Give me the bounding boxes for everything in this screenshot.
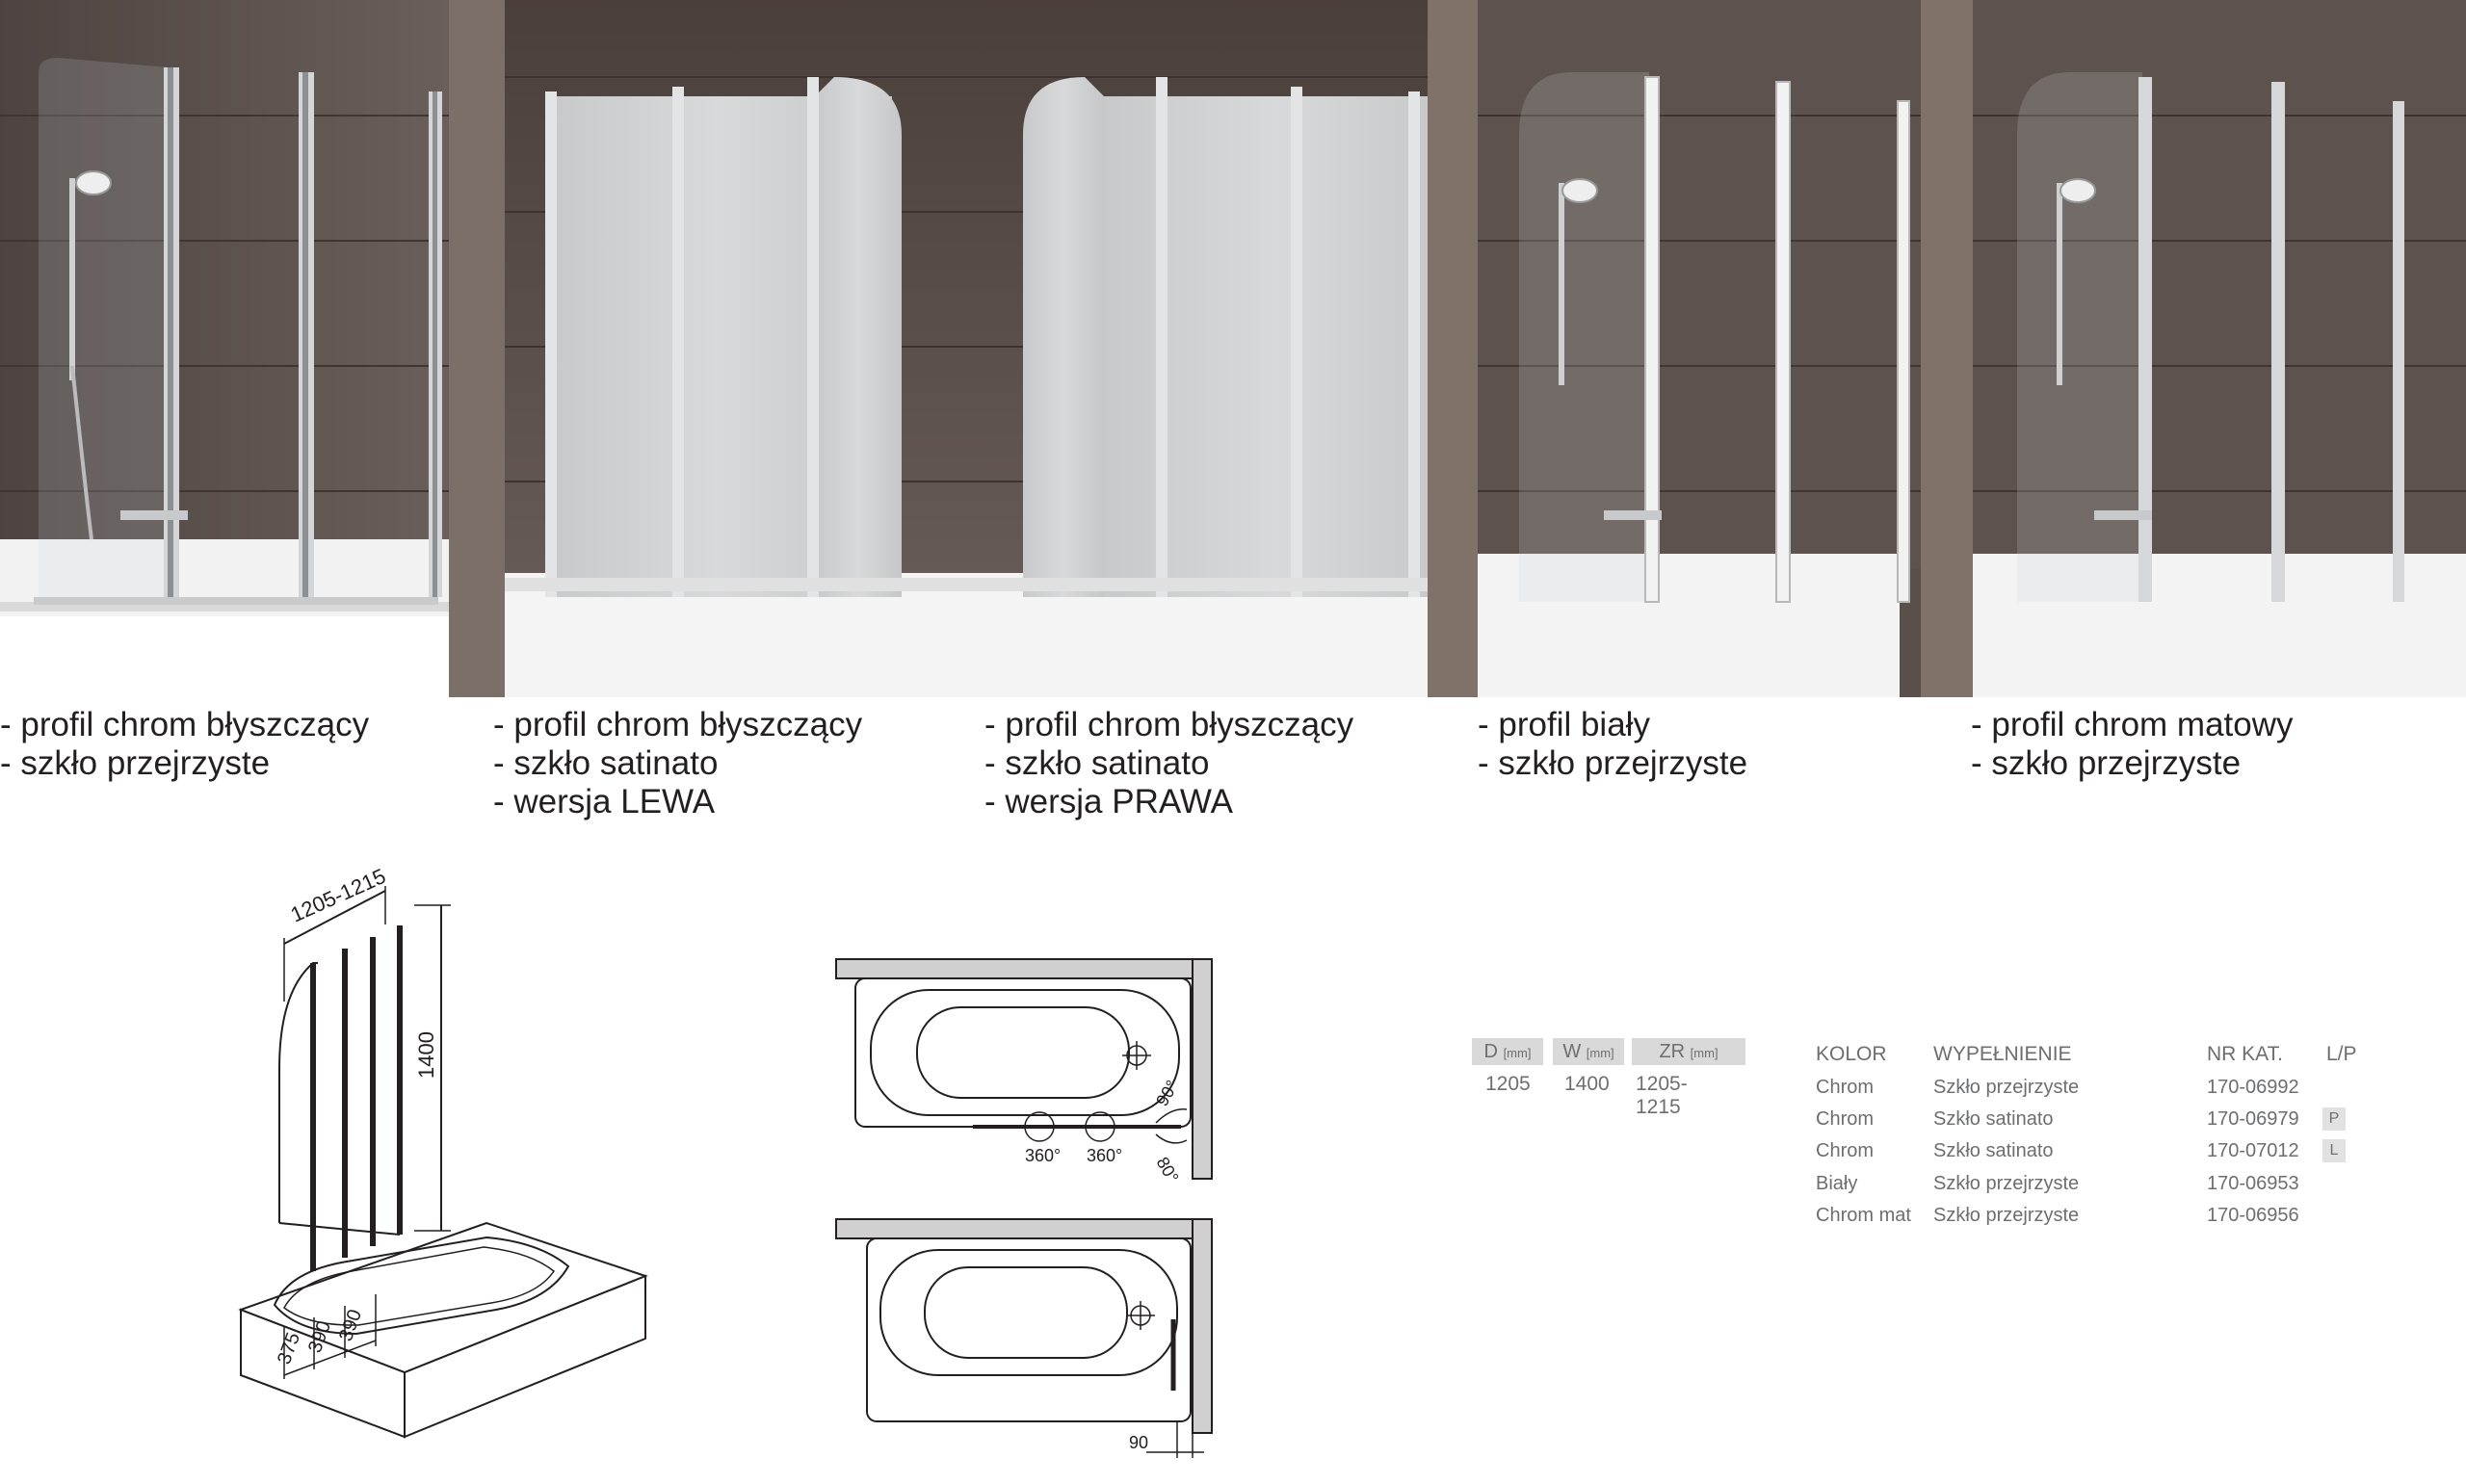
technical-drawing-3d: 1205-1215 1400 375 390 390 <box>231 847 674 1479</box>
header-unit: [mm] <box>1503 1046 1532 1060</box>
row-side-badge: L <box>2322 1139 2346 1162</box>
row-color: Chrom <box>1816 1077 1875 1098</box>
header-fill: WYPEŁNIENIE <box>1933 1043 2072 1065</box>
caption-line: - profil biały <box>1478 706 1650 743</box>
product-photo-matte-clear <box>1921 0 2466 697</box>
rotation-label-1: 360° <box>1025 1146 1061 1165</box>
caption-line: - szkło satinato <box>984 744 1210 782</box>
plan-view-folded: 360° 360° 90° 80° <box>828 951 1214 1204</box>
caption-line: - profil chrom błyszczący <box>984 706 1354 743</box>
dimension-header-d: D [mm] <box>1472 1038 1543 1065</box>
row-color: Chrom mat <box>1816 1205 1911 1226</box>
header-unit: [mm] <box>1690 1046 1718 1060</box>
header-color: KOLOR <box>1816 1043 1887 1065</box>
angle-label-80: 80° <box>1153 1154 1183 1186</box>
row-fill: Szkło satinato <box>1933 1108 2054 1130</box>
row-catalog: 170-06953 <box>2207 1173 2299 1194</box>
caption-variant-4: - profil biały - szkło przejrzyste <box>1478 706 1747 783</box>
row-color: Chrom <box>1816 1140 1875 1161</box>
header-unit: [mm] <box>1586 1046 1614 1060</box>
header-label: W <box>1562 1041 1582 1062</box>
row-fill: Szkło satinato <box>1933 1140 2054 1161</box>
row-catalog: 170-06992 <box>2207 1077 2299 1098</box>
header-label: D <box>1483 1041 1498 1062</box>
dimension-value-w: 1400 <box>1564 1073 1610 1095</box>
table-row: Chrom Szkło przejrzyste 170-06992 <box>1816 1077 2355 1107</box>
row-side-badge: P <box>2322 1107 2346 1131</box>
table-row: Chrom Szkło satinato 170-06979 P <box>1816 1107 2355 1139</box>
caption-line: - szkło przejrzyste <box>1478 744 1748 782</box>
header-label: ZR <box>1659 1041 1686 1062</box>
rotation-label-2: 360° <box>1087 1146 1122 1165</box>
row-color: Biały <box>1816 1173 1858 1194</box>
plan-view-closed: 90 <box>828 1211 1214 1464</box>
caption-line: - szkło satinato <box>493 744 719 782</box>
product-photo-white-clear <box>1428 0 1921 697</box>
table-row: Biały Szkło przejrzyste 170-06953 <box>1816 1173 2355 1204</box>
dimension-header-w: W [mm] <box>1553 1038 1624 1065</box>
variants-header-row: KOLOR WYPEŁNIENIE NR KAT. L/P <box>1816 1043 2357 1074</box>
caption-line: - profil chrom błyszczący <box>0 706 370 743</box>
product-photo-satinato-pair <box>449 0 1428 697</box>
header-catalog: NR KAT. <box>2207 1043 2283 1065</box>
caption-variant-2: - profil chrom błyszczący - szkło satina… <box>493 706 862 821</box>
dimension-value-zr: 1205-1215 <box>1636 1073 1688 1118</box>
row-fill: Szkło przejrzyste <box>1933 1205 2080 1226</box>
dimension-value-d: 1205 <box>1485 1073 1531 1095</box>
caption-line: - szkło przejrzyste <box>0 744 271 782</box>
dimension-height: 1400 <box>414 1031 438 1079</box>
row-color: Chrom <box>1816 1108 1875 1130</box>
row-fill: Szkło przejrzyste <box>1933 1173 2080 1194</box>
table-row: Chrom Szkło satinato 170-07012 L <box>1816 1139 2355 1171</box>
caption-line: - profil chrom matowy <box>1971 706 2294 743</box>
caption-variant-3: - profil chrom błyszczący - szkło satina… <box>984 706 1353 821</box>
caption-line: - wersja PRAWA <box>984 783 1233 820</box>
row-fill: Szkło przejrzyste <box>1933 1077 2080 1098</box>
row-catalog: 170-06979 <box>2207 1108 2299 1130</box>
dimension-width-range: 1205-1215 <box>287 864 389 927</box>
table-row: Chrom mat Szkło przejrzyste 170-06956 <box>1816 1205 2355 1236</box>
product-photo-chrome-clear <box>0 0 449 697</box>
angle-label-90: 90° <box>1152 1077 1182 1109</box>
row-catalog: 170-06956 <box>2207 1205 2299 1226</box>
caption-variant-5: - profil chrom matowy - szkło przejrzyst… <box>1971 706 2294 783</box>
caption-line: - wersja LEWA <box>493 783 716 820</box>
caption-line: - szkło przejrzyste <box>1971 744 2242 782</box>
offset-label: 90 <box>1129 1433 1148 1452</box>
caption-line: - profil chrom błyszczący <box>493 706 863 743</box>
header-side: L/P <box>2326 1043 2357 1065</box>
caption-variant-1: - profil chrom błyszczący - szkło przejr… <box>0 706 369 783</box>
row-catalog: 170-07012 <box>2207 1140 2299 1161</box>
dimension-header-zr: ZR [mm] <box>1632 1038 1745 1065</box>
